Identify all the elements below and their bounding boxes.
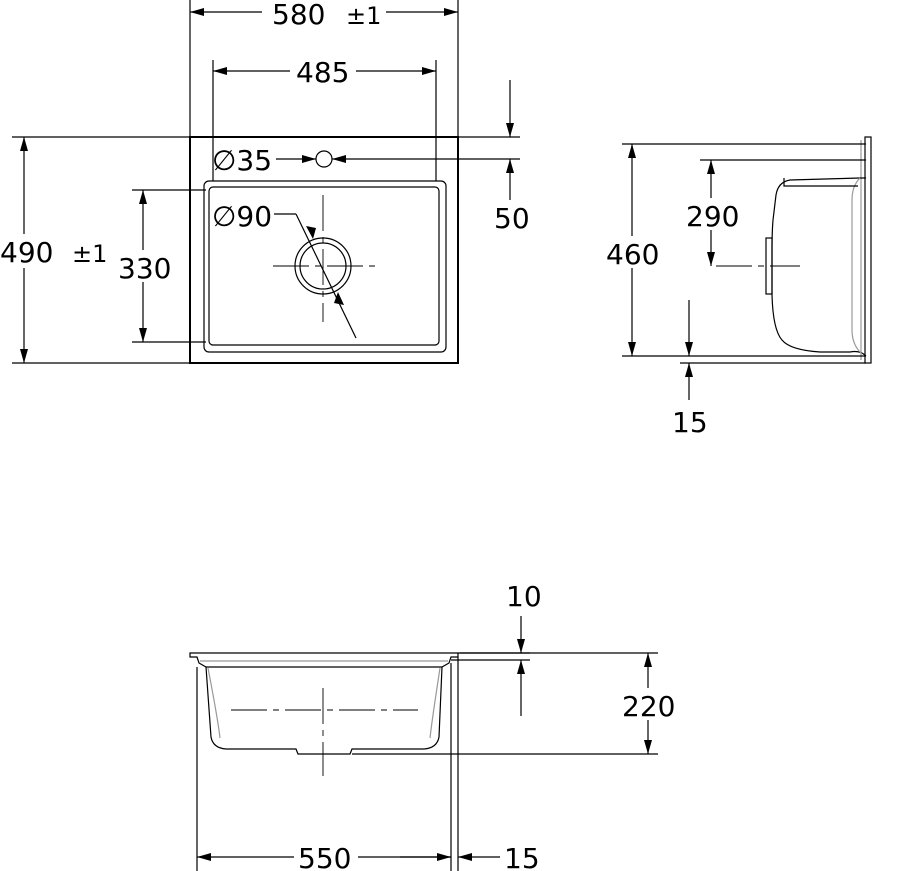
- dim-side-rim: 15: [672, 406, 708, 439]
- dim-width-tolerance: ±1: [346, 2, 381, 30]
- dim-side-drain-position: 290: [686, 200, 739, 233]
- dim-front-rim: 15: [504, 842, 540, 871]
- dim-bowl-depth: 330: [118, 252, 171, 285]
- front-rim: [189, 652, 459, 668]
- sink-outline-top: [189, 136, 459, 364]
- side-rim-plate: [864, 136, 872, 364]
- dim-inner-width: 485: [296, 56, 349, 89]
- side-view: 460 290 15: [604, 136, 872, 439]
- dim-front-width: 550: [298, 842, 351, 871]
- side-bowl-body: [771, 177, 867, 357]
- dim-front-rim-thickness: 10: [506, 580, 542, 613]
- front-view: 10 220 550 15: [189, 580, 678, 871]
- dim-tap-offset: 50: [494, 202, 530, 235]
- dim-side-depth: 460: [606, 238, 659, 271]
- top-view: 580 ±1 485 490 ±1 330 ∅35 ∅90: [0, 0, 530, 364]
- label-drain: ∅90: [212, 200, 272, 233]
- front-bowl-body: [205, 666, 443, 755]
- tap-hole: [315, 150, 333, 168]
- dim-width: 580: [272, 0, 325, 31]
- bowl-inner-outline: [208, 186, 440, 346]
- dim-height: 490: [0, 236, 53, 269]
- dim-front-height: 220: [622, 690, 675, 723]
- label-tap-hole: ∅35: [212, 144, 272, 177]
- dim-height-tolerance: ±1: [72, 240, 107, 268]
- bowl-outer-outline: [203, 180, 447, 353]
